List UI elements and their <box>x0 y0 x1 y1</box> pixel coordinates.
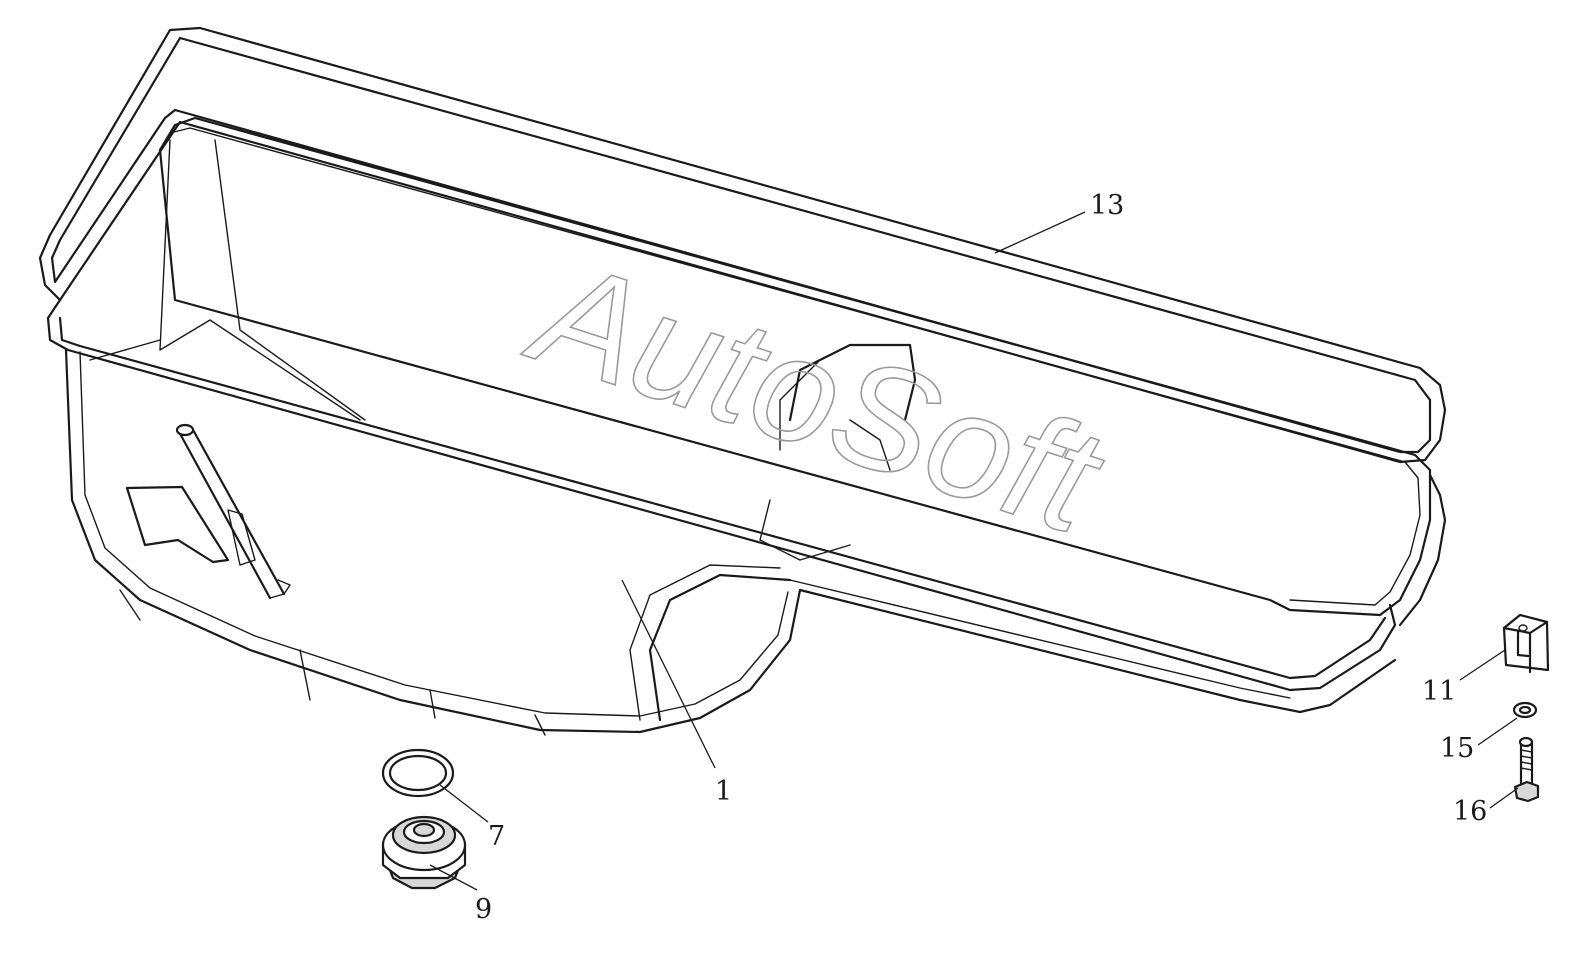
callout-1: 1 <box>715 776 732 807</box>
oil-pan-part <box>46 139 1397 736</box>
washer-part <box>1512 701 1538 719</box>
leader-7 <box>439 784 489 823</box>
callout-7: 7 <box>488 821 505 852</box>
leader-15 <box>1477 717 1518 746</box>
leader-9 <box>429 864 478 891</box>
callout-9: 9 <box>475 894 492 925</box>
mounting-clip-part <box>1502 613 1550 674</box>
callout-15: 15 <box>1440 733 1474 764</box>
leader-16 <box>1489 787 1519 809</box>
leader-13 <box>994 211 1086 254</box>
callout-11: 11 <box>1422 676 1456 707</box>
leader-1 <box>621 579 716 769</box>
oil-pan-gasket-part <box>38 26 1447 627</box>
leader-lines <box>429 211 1519 891</box>
bolt-part <box>1513 736 1540 803</box>
drain-plug-part <box>381 815 467 890</box>
callout-16: 16 <box>1453 796 1487 827</box>
watermark-text: AutoSoft <box>510 225 1122 567</box>
callout-13: 13 <box>1090 190 1124 221</box>
seal-ring-part <box>381 748 455 798</box>
leader-11 <box>1459 649 1506 681</box>
callout-labels: 13 1 7 9 11 15 16 <box>475 190 1487 925</box>
